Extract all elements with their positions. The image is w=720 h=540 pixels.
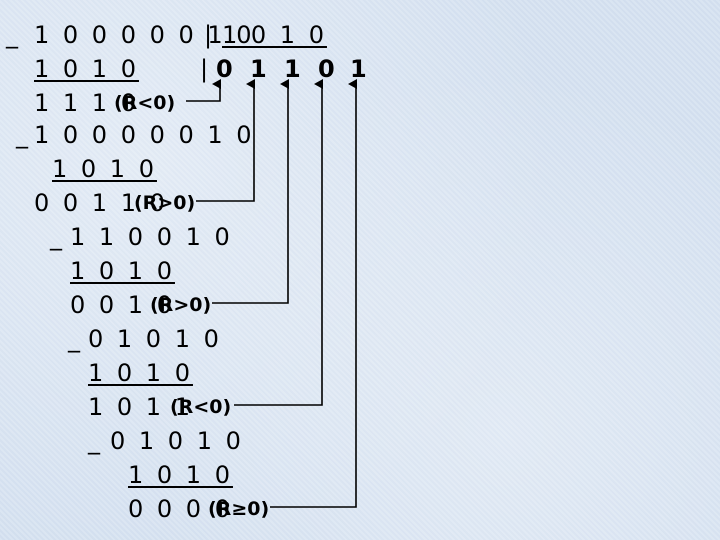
minus-sign: _ (88, 427, 103, 455)
partial-dividend: 1 1 0 0 1 0 (70, 223, 233, 251)
remainder-sign: (R<0) (170, 396, 232, 418)
quotient-bit: 0 (318, 55, 335, 83)
quotient-bit: 1 (284, 55, 301, 83)
remainder: 0 0 0 0 (128, 495, 233, 523)
subtrahend: 1 0 1 0 (52, 155, 157, 183)
remainder: 0 0 1 0 (70, 291, 175, 319)
arrow-to-quotient-bit-1 (186, 79, 221, 102)
arrow-to-quotient-bit-4 (234, 79, 323, 406)
remainder: 1 0 1 1 (88, 393, 193, 421)
arrow-to-quotient-bit-3 (212, 79, 289, 304)
divisor: 1 0 1 0 (222, 21, 327, 49)
partial-dividend: 0 1 0 1 0 (110, 427, 244, 455)
quotient-bit: 0 (216, 55, 233, 83)
subtrahend: 1 0 1 0 (88, 359, 193, 387)
quotient-bit: 1 (350, 55, 367, 83)
remainder-sign: (R>0) (150, 294, 212, 316)
subtrahend: 1 0 1 0 (70, 257, 175, 285)
partial-dividend: 1 0 0 0 0 0 1 0 (34, 121, 255, 149)
quotient-bar: | (200, 55, 212, 83)
partial-dividend: 0 1 0 1 0 (88, 325, 222, 353)
dividend: 1 0 0 0 0 0 1 0 (34, 21, 255, 49)
subtrahend: 1 0 1 0 (34, 55, 139, 83)
minus-sign: _ (6, 21, 21, 49)
quotient-bit: 1 (250, 55, 267, 83)
remainder-sign: (R≥0) (208, 498, 270, 520)
remainder-sign: (R>0) (134, 192, 196, 214)
minus-sign: _ (16, 121, 31, 149)
remainder: 0 0 1 1 0 (34, 189, 168, 217)
division-bar: | (204, 21, 216, 49)
arrow-to-quotient-bit-2 (196, 79, 255, 202)
minus-sign: _ (68, 325, 83, 353)
minus-sign: _ (50, 223, 65, 251)
remainder: 1 1 1 0 (34, 89, 139, 117)
remainder-sign: (R<0) (114, 92, 176, 114)
arrow-to-quotient-bit-5 (270, 79, 357, 508)
subtrahend: 1 0 1 0 (128, 461, 233, 489)
